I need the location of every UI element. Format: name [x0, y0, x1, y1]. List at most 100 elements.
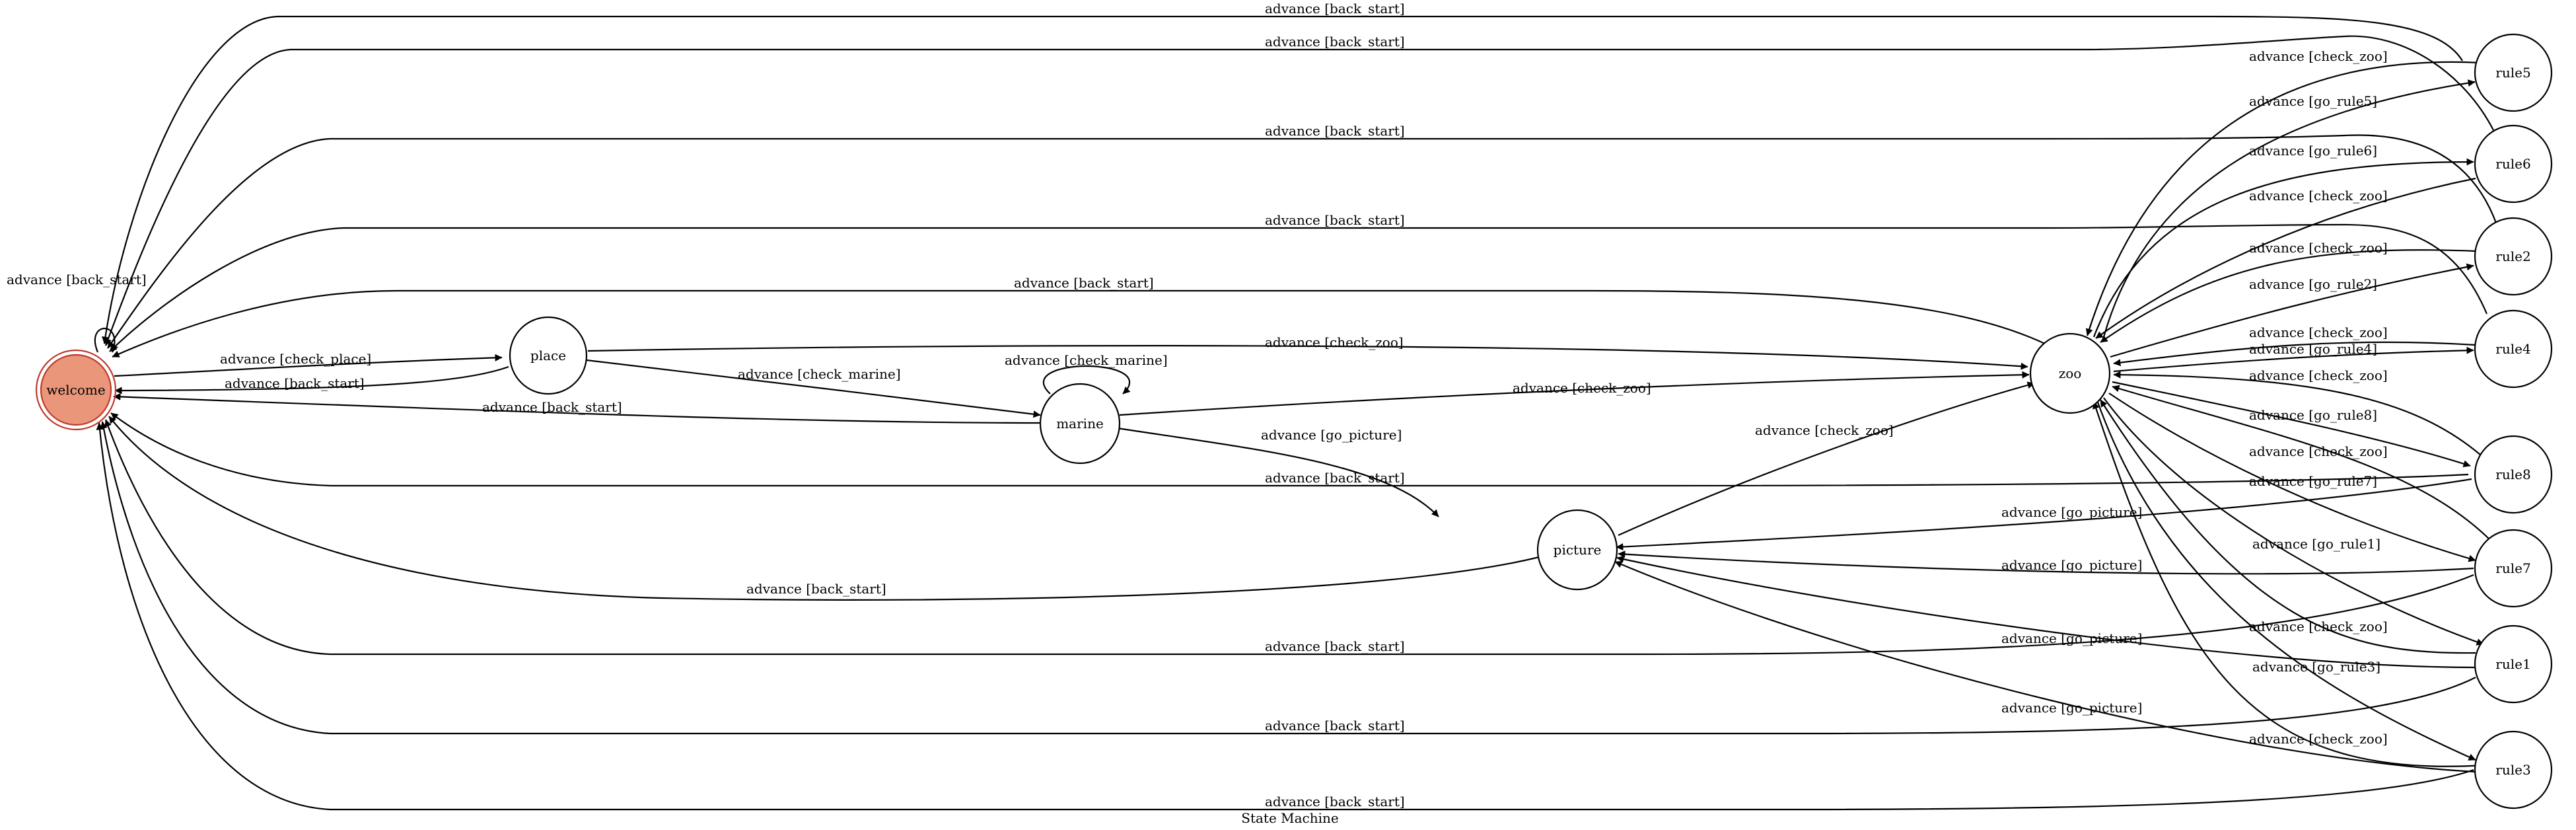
edge-label-rule6-welcome: advance [back_start] — [1265, 34, 1405, 50]
edge-label-rule3-picture: advance [go_picture] — [2001, 700, 2142, 716]
edges: advance [back_start] advance [back_start… — [7, 1, 2498, 811]
edge-rule1-zoo — [2100, 399, 2476, 654]
edge-rule8-zoo — [2113, 371, 2481, 455]
edge-zoo-rule8 — [2112, 381, 2471, 468]
edge-welcome-self — [94, 328, 118, 353]
edge-label-rule6-zoo: advance [check_zoo] — [2249, 188, 2388, 204]
state-rule5[interactable]: rule5 — [2474, 33, 2553, 112]
edge-rule7-picture — [1618, 550, 2474, 575]
edge-place-marine — [586, 359, 1041, 418]
edge-label-zoo-rule8: advance [go_rule8] — [2249, 407, 2377, 423]
state-rule1-label: rule1 — [2495, 656, 2530, 672]
state-rule4[interactable]: rule4 — [2474, 309, 2553, 389]
edge-marine-picture — [1117, 427, 1439, 517]
edge-rule3-welcome — [96, 422, 2474, 811]
edge-label-rule3-welcome: advance [back_start] — [1265, 794, 1405, 810]
state-rule2[interactable]: rule2 — [2474, 217, 2553, 296]
edge-rule8-welcome — [110, 412, 2469, 487]
diagram-caption: State Machine — [1241, 810, 1339, 826]
edge-label-rule4-zoo: advance [check_zoo] — [2249, 324, 2388, 340]
state-place-label: place — [530, 348, 566, 363]
edge-rule4-welcome — [109, 223, 2488, 352]
state-rule3-label: rule3 — [2495, 762, 2530, 778]
state-rule7-label: rule7 — [2495, 560, 2530, 576]
edge-rule6-zoo — [2095, 177, 2476, 339]
state-marine-label: marine — [1056, 416, 1104, 432]
edge-zoo-rule1 — [2103, 397, 2484, 646]
edge-label-zoo-rule3: advance [go_rule3] — [2252, 659, 2380, 675]
edge-label-zoo-rule7: advance [go_rule7] — [2249, 473, 2377, 489]
edge-picture-zoo — [1618, 381, 2035, 537]
edge-label-welcome-place: advance [check_place] — [220, 351, 371, 367]
edge-rule1-welcome — [100, 421, 2476, 735]
state-place[interactable]: place — [509, 316, 588, 395]
edge-place-welcome — [114, 365, 509, 395]
edge-zoo-rule7 — [2108, 393, 2476, 562]
edge-label-place-marine: advance [check_marine] — [738, 366, 901, 382]
edge-zoo-welcome — [112, 289, 2048, 358]
nodes: welcome place marine picture zoo rule5 r… — [35, 33, 2553, 810]
edge-label-rule3-zoo: advance [check_zoo] — [2249, 731, 2388, 747]
edge-label-rule1-picture: advance [go_picture] — [2001, 630, 2142, 646]
state-rule2-label: rule2 — [2495, 248, 2530, 264]
state-welcome[interactable]: welcome — [35, 349, 117, 431]
edge-label-marine-zoo: advance [check_zoo] — [1513, 380, 1651, 396]
edge-label-zoo-rule4: advance [go_rule4] — [2249, 341, 2377, 357]
state-rule8[interactable]: rule8 — [2474, 435, 2553, 514]
edge-label-zoo-rule5: advance [go_rule5] — [2249, 93, 2377, 109]
edge-label-picture-zoo: advance [check_zoo] — [1755, 422, 1894, 438]
state-welcome-label: welcome — [46, 382, 105, 398]
edge-label-rule7-welcome: advance [back_start] — [1265, 638, 1405, 654]
edge-rule5-zoo — [2085, 61, 2481, 336]
edge-label-rule2-welcome: advance [back_start] — [1265, 123, 1405, 139]
edge-zoo-rule6 — [2093, 158, 2474, 338]
edge-label-welcome-self: advance [back_start] — [7, 272, 147, 287]
edge-picture-welcome — [108, 416, 1540, 601]
edge-label-place-zoo: advance [check_zoo] — [1265, 334, 1404, 350]
edge-label-rule8-welcome: advance [back_start] — [1265, 470, 1405, 486]
edge-zoo-rule4 — [2113, 346, 2474, 373]
edge-label-rule2-zoo: advance [check_zoo] — [2249, 240, 2388, 256]
state-rule6[interactable]: rule6 — [2474, 124, 2553, 204]
edge-label-zoo-rule1: advance [go_rule1] — [2252, 536, 2380, 552]
edge-label-zoo-rule6: advance [go_rule6] — [2249, 143, 2377, 159]
state-picture-label: picture — [1554, 542, 1602, 558]
edge-rule6-welcome — [104, 35, 2494, 346]
edge-label-rule5-welcome: advance [back_start] — [1265, 1, 1405, 17]
edge-rule2-zoo — [2100, 249, 2476, 343]
state-marine[interactable]: marine — [1039, 383, 1121, 465]
edge-label-zoo-welcome: advance [back_start] — [1014, 275, 1154, 291]
state-rule7[interactable]: rule7 — [2474, 529, 2553, 608]
edge-label-rule4-welcome: advance [back_start] — [1265, 212, 1405, 228]
edge-label-rule7-picture: advance [go_picture] — [2001, 557, 2142, 573]
state-rule3[interactable]: rule3 — [2474, 730, 2553, 810]
edge-label-rule8-picture: advance [go_picture] — [2001, 504, 2142, 520]
edge-rule3-picture — [1614, 560, 2478, 773]
edge-rule1-picture — [1616, 555, 2478, 669]
edge-marine-welcome — [113, 393, 1041, 424]
edge-label-marine-self: advance [check_marine] — [1005, 352, 1168, 368]
edge-rule7-zoo — [2112, 385, 2491, 541]
state-zoo[interactable]: zoo — [2029, 332, 2111, 414]
state-picture[interactable]: picture — [1536, 509, 1618, 591]
state-zoo-label: zoo — [2059, 365, 2082, 381]
edge-label-rule5-zoo: advance [check_zoo] — [2249, 48, 2388, 64]
edge-place-zoo — [587, 345, 2028, 370]
edge-zoo-rule3 — [2096, 400, 2476, 761]
state-rule5-label: rule5 — [2495, 65, 2530, 81]
edge-label-place-welcome: advance [back_start] — [225, 375, 365, 391]
edge-rule7-welcome — [104, 419, 2474, 656]
edge-label-rule1-zoo: advance [check_zoo] — [2249, 619, 2388, 634]
edge-rule3-zoo — [2093, 401, 2484, 767]
state-rule4-label: rule4 — [2495, 341, 2530, 357]
edge-zoo-rule5 — [2102, 79, 2476, 338]
edge-rule8-picture — [1616, 478, 2472, 550]
edge-rule5-welcome — [102, 15, 2463, 344]
edge-label-marine-welcome: advance [back_start] — [482, 399, 622, 415]
edge-label-zoo-rule2: advance [go_rule2] — [2249, 276, 2377, 292]
state-rule1[interactable]: rule1 — [2474, 624, 2553, 704]
edge-rule2-welcome — [107, 134, 2498, 349]
state-rule8-label: rule8 — [2495, 467, 2530, 482]
edge-rule4-zoo — [2113, 341, 2476, 367]
